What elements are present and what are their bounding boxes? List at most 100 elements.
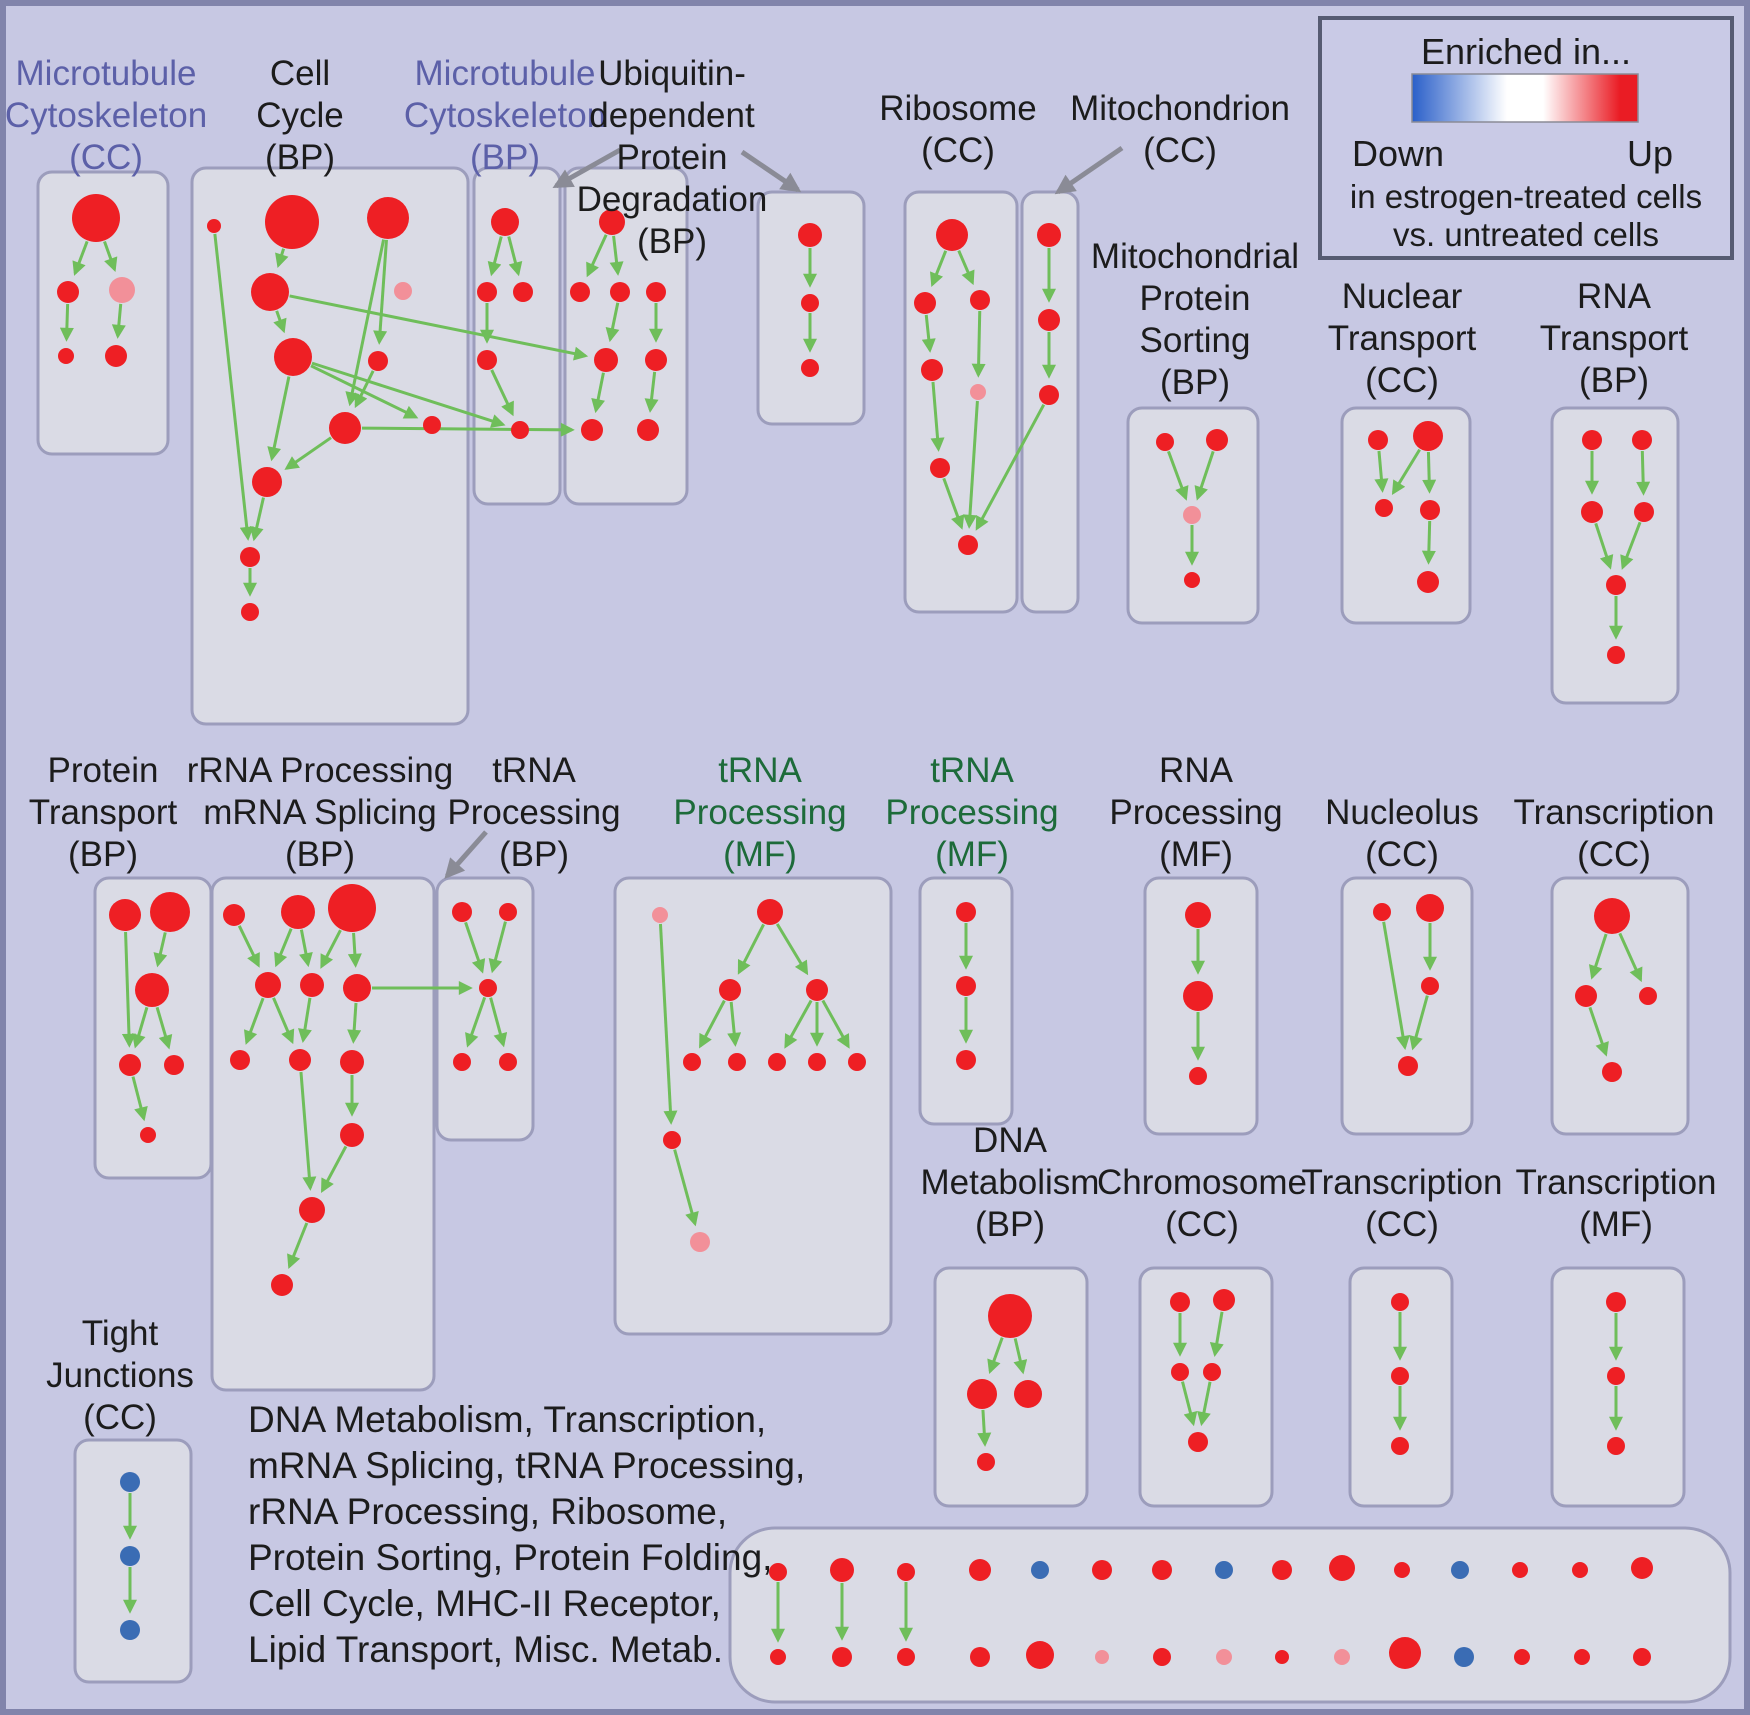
legend-title: Enriched in... xyxy=(1421,31,1631,72)
node-u8 xyxy=(637,419,659,441)
node-tb4 xyxy=(453,1053,471,1071)
node-z14 xyxy=(1572,1562,1588,1578)
edge-c9-c10 xyxy=(249,497,265,542)
annotation-arrow-1 xyxy=(740,149,802,193)
edge-t3-r7 xyxy=(975,403,1046,531)
node-p4 xyxy=(119,1054,141,1076)
node-c6 xyxy=(274,338,312,376)
panel-trna-bp xyxy=(435,876,535,1142)
edge-j3-j4 xyxy=(1409,995,1429,1051)
node-y12 xyxy=(1454,1647,1474,1667)
edge-p3-p4 xyxy=(132,1006,149,1049)
node-m3 xyxy=(109,277,135,303)
panel-transcription-cc-top xyxy=(1550,876,1690,1136)
node-g4 xyxy=(806,979,828,1001)
edge-g4-g9 xyxy=(821,999,850,1049)
edge-d1-d2 xyxy=(987,1337,1004,1375)
node-s1 xyxy=(1156,433,1174,451)
node-m4 xyxy=(58,348,74,364)
edge-b4-b5 xyxy=(490,369,514,417)
node-u7 xyxy=(581,419,603,441)
node-g6 xyxy=(728,1053,746,1071)
edge-rr3-rr6 xyxy=(347,932,362,968)
node-z12 xyxy=(1451,1561,1469,1579)
edge-u3-u5 xyxy=(605,302,620,343)
node-v3 xyxy=(801,359,819,377)
node-g8 xyxy=(808,1053,826,1071)
node-d1 xyxy=(988,1294,1032,1338)
node-e3 xyxy=(1171,1363,1189,1381)
node-m5 xyxy=(105,345,127,367)
node-r4 xyxy=(921,359,943,381)
node-y1 xyxy=(770,1649,786,1665)
node-z4 xyxy=(969,1559,991,1581)
node-rr9 xyxy=(340,1050,364,1074)
node-u1 xyxy=(599,209,625,235)
node-z9 xyxy=(1272,1560,1292,1580)
edge-q4-q5 xyxy=(1620,521,1642,570)
edge-m1-m3 xyxy=(103,241,118,272)
label-transcription-cc-top: Transcription(CC) xyxy=(1514,793,1715,874)
node-u4 xyxy=(646,282,666,302)
node-s4 xyxy=(1184,572,1200,588)
node-v1 xyxy=(798,223,822,247)
node-w2 xyxy=(1607,1367,1625,1385)
node-t2 xyxy=(1038,309,1060,331)
node-z8 xyxy=(1215,1561,1233,1579)
node-rr3 xyxy=(328,884,376,932)
node-i1 xyxy=(1185,902,1211,928)
node-k3 xyxy=(1639,987,1657,1005)
edge-q3-q5 xyxy=(1594,522,1614,570)
edge-g10-g11 xyxy=(673,1149,699,1227)
node-f2 xyxy=(1391,1367,1409,1385)
edge-rr3-rr5 xyxy=(320,929,342,969)
edge-s1-s3 xyxy=(1167,450,1189,501)
node-m1 xyxy=(72,194,120,242)
node-e2 xyxy=(1213,1289,1235,1311)
edge-rr4-rr7 xyxy=(244,997,265,1045)
panel-misc xyxy=(728,1526,1732,1704)
edge-u5-u7 xyxy=(591,372,605,414)
node-p3 xyxy=(135,973,169,1007)
node-z15 xyxy=(1631,1557,1653,1579)
panel-dna-metabolism xyxy=(933,1266,1089,1508)
edge-s2-s3 xyxy=(1194,450,1215,501)
edge-r4-r6 xyxy=(930,381,945,452)
node-b2 xyxy=(477,282,497,302)
edge-u1-u3 xyxy=(609,235,624,276)
edge-c6-b5 xyxy=(311,361,506,428)
label-chromosome: Chromosome(CC) xyxy=(1097,1163,1307,1244)
node-y13 xyxy=(1514,1649,1530,1665)
node-p2 xyxy=(150,892,190,932)
legend-subtitle-1: in estrogen-treated cells xyxy=(1350,178,1702,215)
node-p6 xyxy=(140,1127,156,1143)
node-y6 xyxy=(1095,1650,1109,1664)
node-j4 xyxy=(1398,1056,1418,1076)
node-y8 xyxy=(1216,1649,1232,1665)
node-c11 xyxy=(241,603,259,621)
label-mitochondrion: Mitochondrion(CC) xyxy=(1070,89,1290,170)
node-r7 xyxy=(958,535,978,555)
edge-p4-p6 xyxy=(131,1076,148,1122)
node-c10 xyxy=(240,547,260,567)
node-tb2 xyxy=(499,903,517,921)
node-g7 xyxy=(768,1053,786,1071)
node-z11 xyxy=(1394,1562,1410,1578)
node-c9 xyxy=(252,467,282,497)
node-n5 xyxy=(1417,571,1439,593)
node-rr6 xyxy=(343,974,371,1002)
node-tb1 xyxy=(452,902,472,922)
node-w1 xyxy=(1606,1292,1626,1312)
edge-j1-j4 xyxy=(1382,921,1410,1051)
panel-nuclear-transport xyxy=(1340,406,1472,625)
node-y14 xyxy=(1574,1649,1590,1665)
node-n1 xyxy=(1368,430,1388,450)
node-e1 xyxy=(1170,1292,1190,1312)
node-z3 xyxy=(897,1563,915,1581)
